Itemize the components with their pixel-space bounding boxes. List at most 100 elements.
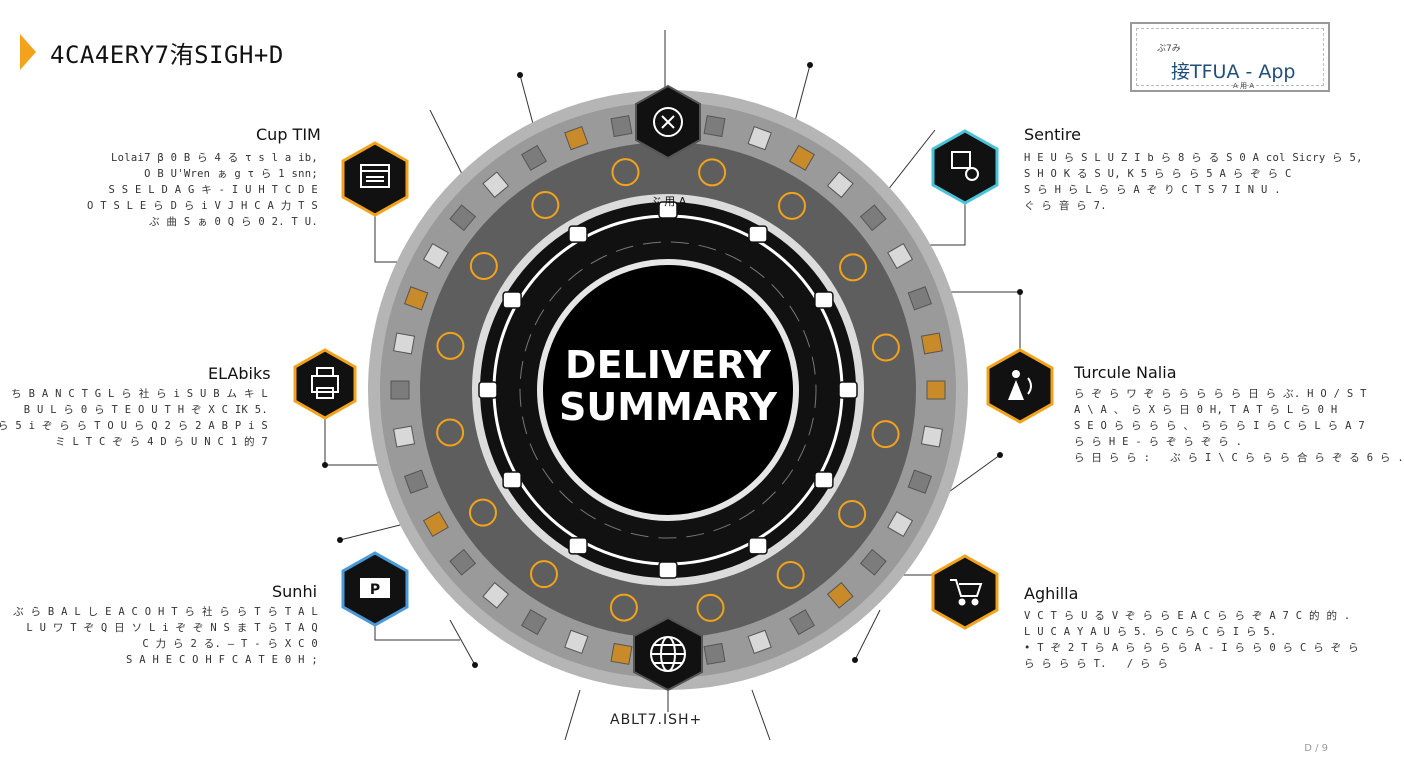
lock-icon [658,561,678,579]
ring-segment [564,629,589,655]
lock-icon [502,471,522,489]
lock-icon [838,381,858,399]
ring-segment [449,548,477,576]
ring-segment [610,115,633,138]
ring-glyph [529,560,558,589]
ring-segment [747,629,772,655]
ring-glyph [871,420,900,449]
cart-icon [950,579,983,606]
ring-segment [403,286,429,311]
node-sentire [931,129,999,205]
document-p-icon: P [360,578,390,598]
dashed-track [519,241,817,539]
ring-segment [859,548,887,576]
lock-icon [502,291,522,309]
ring-segment [826,581,854,609]
ring-segment [747,125,772,151]
ring-glyph [609,593,638,622]
ring-segment [393,332,416,355]
ring-segment [482,171,510,199]
ring-segment [920,332,943,355]
lock-icon [568,537,588,555]
node-title-sunhi: Sunhi [272,582,318,601]
ring-segment [703,642,726,665]
node-body-turcule-nalia: ら ぞ ら ワ ぞ ら ら ら ら ら 日 ら ぶ. H O / S T A \… [1074,388,1404,464]
page-number: D / 9 [1304,743,1328,754]
header: 4CA4ERY7洧SIGH+D [20,34,284,70]
node-title-sentire: Sentire [1024,125,1081,144]
app-badge-title: 接TFUA - App [1171,61,1296,83]
ring-glyph [871,333,900,362]
ring-segment [449,204,477,232]
ring-glyph [436,418,465,447]
delivery-diagram: DELIVERY SUMMARY ぶ 用 A [293,30,1054,741]
lock-icon [748,537,768,555]
ring-glyph [468,498,497,527]
ring-segment [859,204,887,232]
ring-glyph [698,158,727,187]
printer-icon [311,367,339,399]
signal-person-icon [1008,370,1032,400]
ring-segment [887,511,914,537]
ring-segment [920,425,943,448]
node-turcule-nalia [986,348,1054,424]
node-cup-tim [341,141,409,217]
chevron-right-icon [20,34,36,70]
ring-segment [610,642,633,665]
node-body-sentire: H E U ら S L U Z I b ら 8 ら る S 0 A col Si… [1024,152,1363,212]
ring-segment [403,469,429,494]
outer-ring-segments [390,112,946,668]
ring-segment [521,144,547,171]
window-icon [360,164,390,188]
glyph-ring [436,158,900,622]
node-body-elabiks: ち B A N C T G L ら 社 ら i S U B ム キ L B U … [0,388,268,448]
ring-glyph [436,331,465,360]
ring-segment [521,609,547,636]
ring-glyph [778,191,807,220]
ring-glyph [776,561,805,590]
ring-segment [564,125,589,151]
settings-sheet-icon [951,151,979,181]
connector-dots [322,62,1023,668]
center-title-line1: DELIVERY [565,343,771,387]
ring-segment [393,425,416,448]
node-body-aghilla: V C T ら U る V ぞ ら ら E A C ら ら ぞ A 7 C 的 … [1024,610,1359,670]
ring-segment [390,380,410,400]
ring-segment [422,511,449,537]
ring-segment [907,286,933,311]
center-disc [537,259,799,521]
node-body-sunhi: ぶ ら B A L し E A C O H T ら 社 ら ら T ら T A … [13,606,318,666]
lock-icon [568,225,588,243]
hub-bottom [633,616,703,692]
node-sunhi: P [341,551,409,627]
ring-segment [482,581,510,609]
node-elabiks [293,348,357,420]
ring-segment [826,171,854,199]
node-title-turcule-nalia: Turcule Nalia [1074,363,1177,382]
app-badge-subtitle: ぶ7み [1157,44,1181,54]
lock-icon [814,471,834,489]
ring-segment [926,380,946,400]
node-title-cup-tim: Cup TIM [256,125,321,144]
node-body-cup-tim: Lolai7 β 0 B ら 4 る τ s l a ib, O B U'Wre… [86,152,318,228]
ring-glyph [611,158,640,187]
lock-markers [478,201,858,579]
ring-segment [907,469,933,494]
footer-caption: ABLT7.ISH+ [610,712,703,728]
node-title-aghilla: Aghilla [1024,584,1079,603]
ring-glyph [839,253,868,282]
ring-label: ぶ 用 A [650,195,687,208]
page-title: 4CA4ERY7洧SIGH+D [50,40,284,69]
ring-segment [789,144,815,171]
app-badge-marks: A 用 A [1233,82,1255,90]
ring-glyph [838,500,867,529]
ring-segment [703,115,726,138]
svg-text:P: P [370,582,380,598]
ring-glyph [696,593,725,622]
pen-nib-icon [653,107,683,137]
ring-glyph [469,251,498,280]
node-aghilla [931,554,999,630]
lock-icon [748,225,768,243]
center-title-line2: SUMMARY [559,385,777,429]
lock-icon [814,291,834,309]
